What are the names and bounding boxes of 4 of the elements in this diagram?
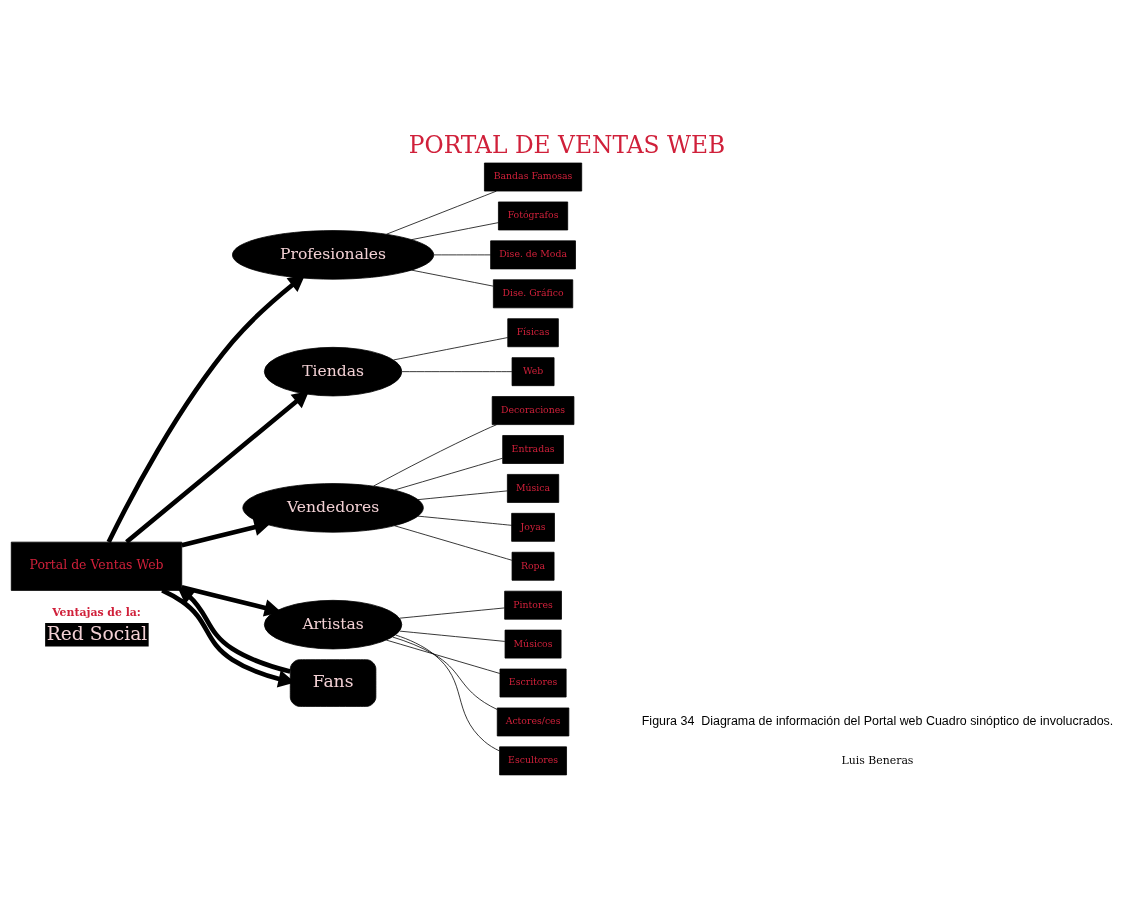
diagram-title: PORTAL DE VENTAS WEB [408, 130, 726, 159]
label: Luis Beneras [841, 753, 914, 767]
caption: Figura 34 Diagrama de información del Portal web Cuadro sinóptico de involucrados. [641, 713, 1114, 728]
node-label: Ventajas de la: [52, 605, 141, 619]
